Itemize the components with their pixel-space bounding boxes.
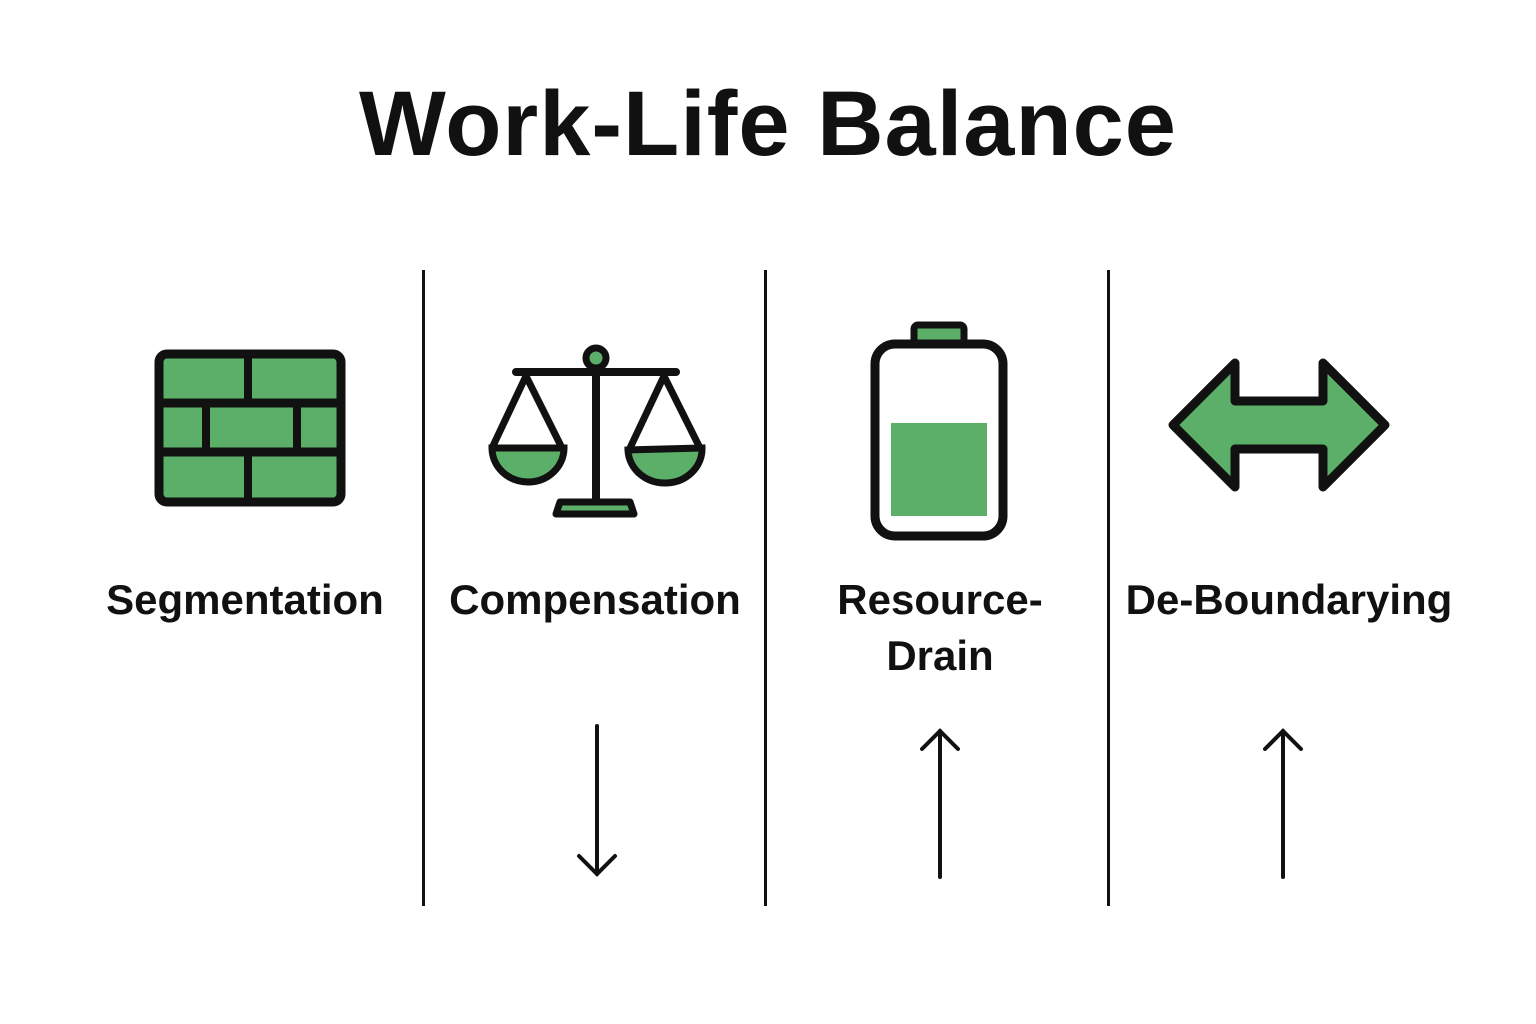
up-arrow-icon [1263, 728, 1303, 879]
column-divider [422, 270, 425, 906]
battery-half-icon [870, 321, 1008, 541]
label-line-1: Resource- [837, 576, 1043, 623]
up-arrow-icon [920, 728, 960, 879]
brick-wall-icon [154, 349, 346, 507]
double-arrow-icon [1168, 358, 1390, 492]
down-arrow-icon [577, 724, 617, 877]
column-divider [764, 270, 767, 906]
label-resource-drain: Resource- Drain [780, 572, 1100, 684]
label-compensation: Compensation [449, 576, 741, 623]
label-line-2: Drain [886, 632, 994, 679]
column-divider [1107, 270, 1110, 906]
label-de-boundarying: De-Boundarying [1125, 576, 1453, 623]
page-title: Work-Life Balance [359, 73, 1177, 175]
balance-scale-icon [488, 344, 706, 518]
label-segmentation: Segmentation [106, 576, 384, 623]
